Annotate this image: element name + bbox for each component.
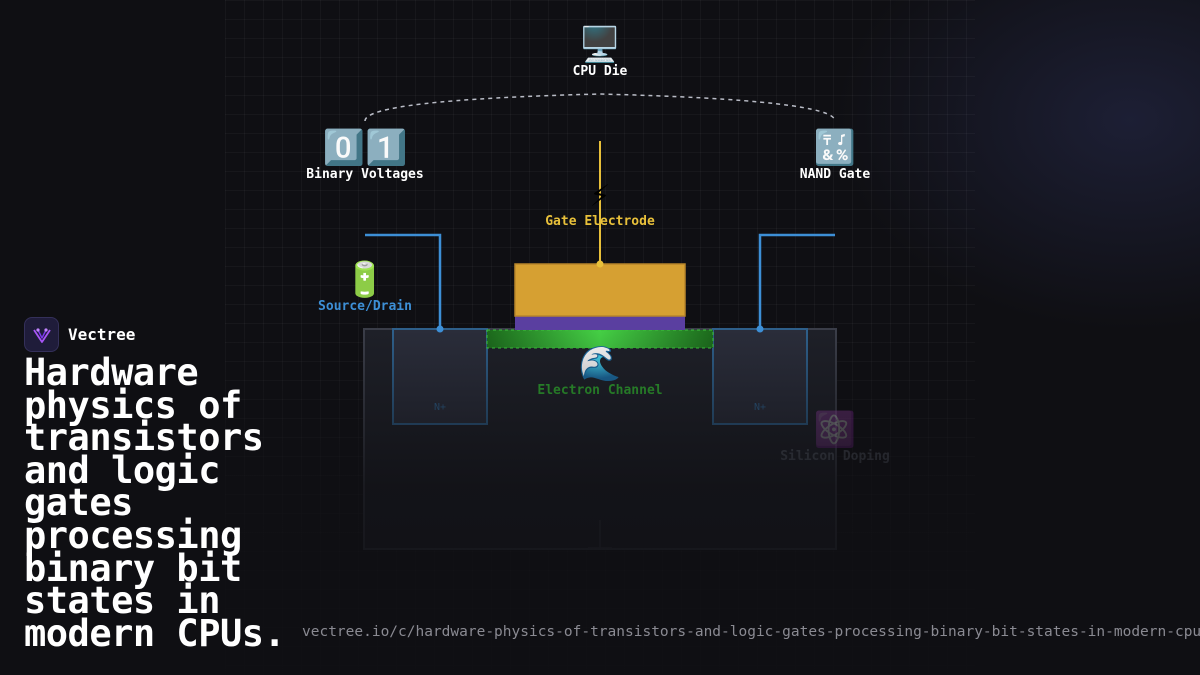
node-binary-voltages: 0️⃣1️⃣ Binary Voltages	[306, 129, 423, 182]
connector-arc	[364, 93, 836, 122]
cpu-die-icon: 🖥️	[578, 25, 622, 65]
symbols-icon: 🔣	[813, 128, 857, 168]
battery-icon: 🔋	[343, 260, 387, 300]
node-cpu-die: 🖥️ CPU Die	[573, 26, 628, 79]
nand-gate-label: NAND Gate	[799, 167, 871, 182]
node-gate-electrode: ⚡ Gate Electrode	[545, 176, 655, 229]
electron-channel-label: Electron Channel	[537, 383, 663, 398]
source-wire	[365, 233, 442, 329]
cpu-die-label: CPU Die	[572, 64, 628, 79]
binary-digits-icon: 0️⃣1️⃣	[322, 128, 408, 168]
left-well-label: N+	[434, 402, 446, 413]
vectree-logo-icon	[24, 317, 59, 352]
silicon-doping-label: Silicon Doping	[780, 449, 890, 464]
binary-voltages-label: Binary Voltages	[306, 167, 424, 182]
brand: Vectree	[24, 317, 135, 352]
source-contact	[436, 325, 444, 333]
lightning-icon: ⚡	[589, 175, 611, 215]
source-url: vectree.io/c/hardware-physics-of-transis…	[302, 624, 1200, 640]
node-nand-gate: 🔣 NAND Gate	[800, 129, 870, 182]
node-electron-channel: 🌊 Electron Channel	[537, 345, 662, 398]
gate-oxide	[515, 315, 685, 330]
drain-contact	[756, 325, 764, 333]
node-source-drain: 🔋 Source/Drain	[318, 261, 412, 314]
gate-contact	[596, 260, 604, 268]
gate-electrode-label: Gate Electrode	[545, 214, 655, 229]
wave-icon: 🌊	[578, 344, 622, 384]
node-silicon-doping: ⚛️ Silicon Doping	[780, 411, 890, 464]
atom-icon: ⚛️	[813, 410, 857, 450]
source-drain-label: Source/Drain	[318, 299, 412, 314]
gate-electrode-block	[514, 263, 686, 317]
drain-wire	[758, 233, 835, 329]
page-title: Hardware physics of transistors and logi…	[24, 351, 286, 655]
right-well-label: N+	[754, 402, 766, 413]
brand-name: Vectree	[68, 325, 136, 344]
